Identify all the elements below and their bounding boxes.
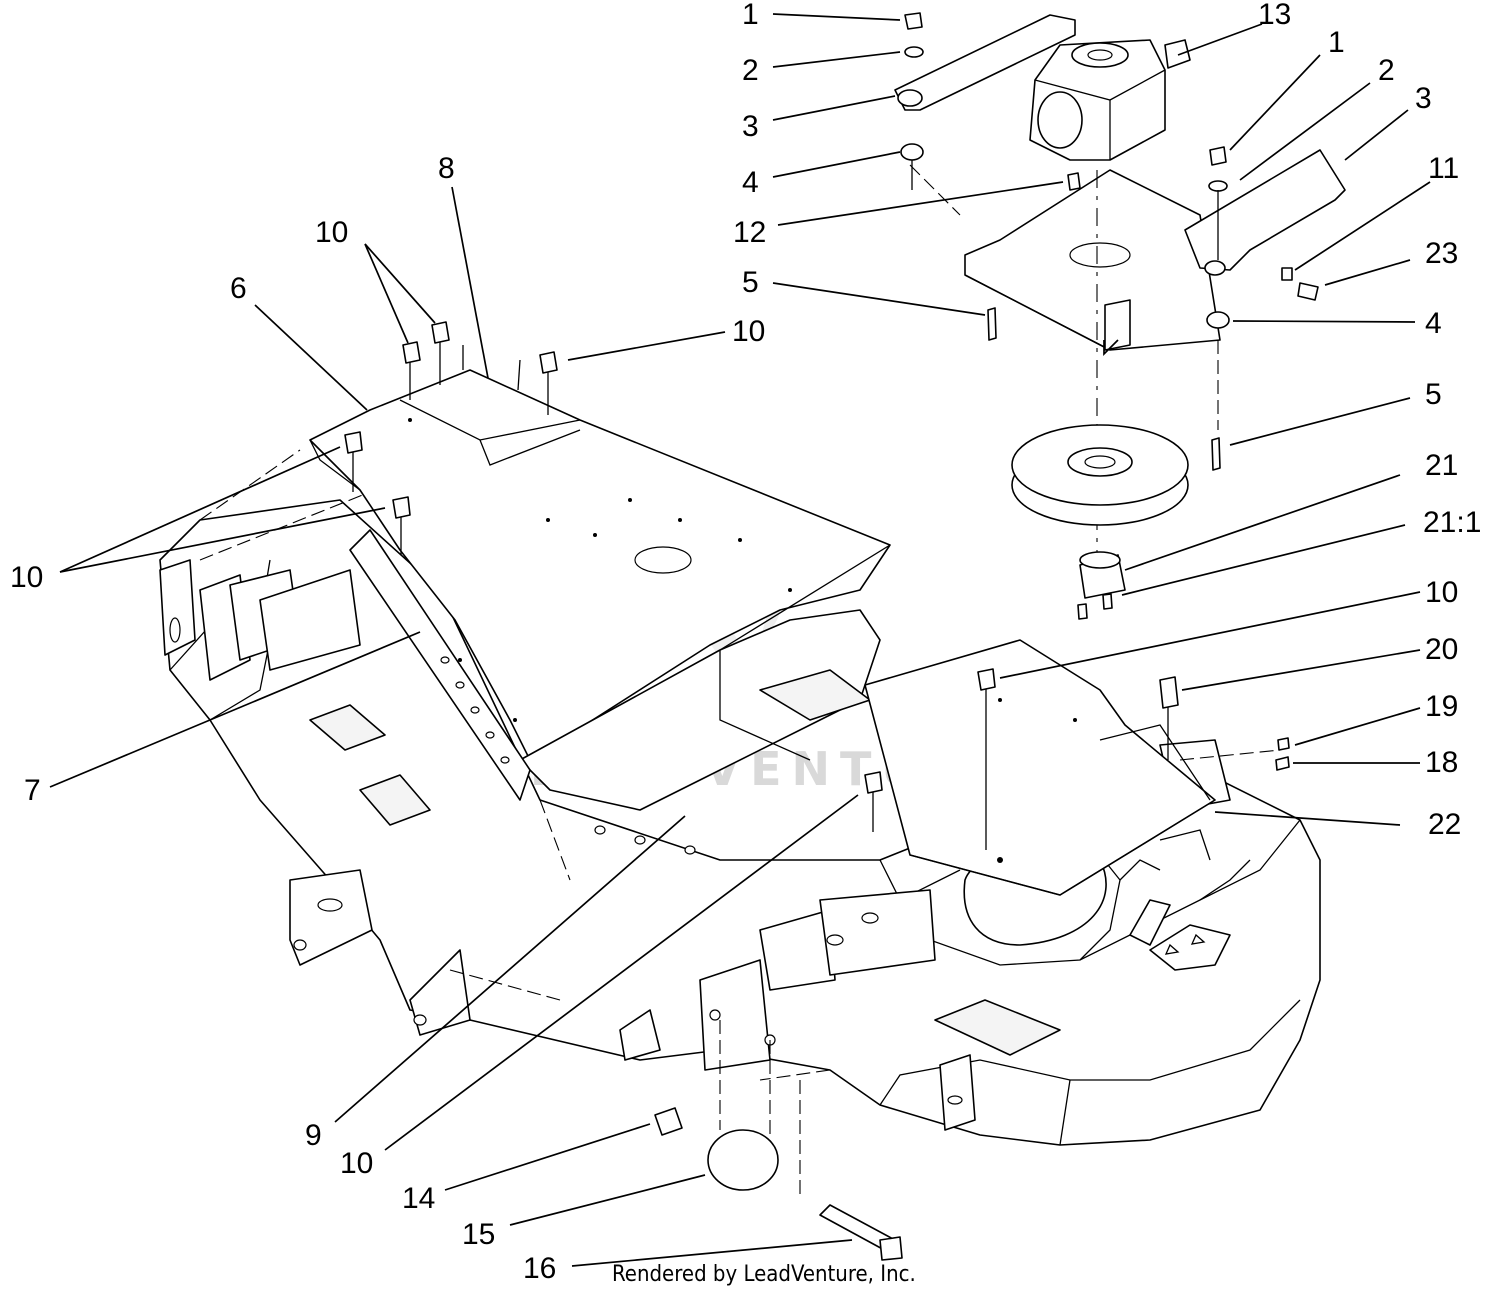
- callout-2-left: 2: [742, 54, 759, 87]
- callout-22: 22: [1428, 808, 1461, 841]
- callout-11: 11: [1428, 152, 1459, 185]
- callout-13: 13: [1258, 0, 1291, 31]
- callout-5-left: 5: [742, 266, 759, 299]
- callout-20: 20: [1425, 633, 1458, 666]
- callout-10-top: 10: [315, 216, 348, 249]
- callout-1-right: 1: [1328, 26, 1345, 59]
- left-rail: [349, 529, 531, 801]
- callout-12: 12: [733, 216, 766, 249]
- callout-3-left: 3: [742, 110, 759, 143]
- deck-cover-right: [864, 639, 1216, 896]
- callout-10-bottom: 10: [340, 1147, 373, 1180]
- callout-10-top-right: 10: [732, 315, 765, 348]
- callout-23: 23: [1425, 237, 1458, 270]
- cover-bolts: [344, 321, 1290, 850]
- callout-15: 15: [462, 1218, 495, 1251]
- rendered-by-footer: Rendered by LeadVenture, Inc.: [612, 1262, 916, 1287]
- leader-lines: [49, 13, 1431, 1267]
- callout-5-right: 5: [1425, 378, 1442, 411]
- callout-8: 8: [438, 152, 455, 185]
- callout-7: 7: [24, 774, 41, 807]
- callout-19: 19: [1425, 690, 1458, 723]
- callout-21-1: 21:1: [1423, 506, 1481, 539]
- callout-6: 6: [230, 272, 247, 305]
- callout-9: 9: [305, 1119, 322, 1152]
- cover-dots: [408, 418, 792, 722]
- deck-holes: [169, 617, 963, 1105]
- callout-4-right: 4: [1425, 307, 1442, 340]
- callout-1-left: 1: [742, 0, 759, 31]
- callout-21: 21: [1425, 449, 1458, 482]
- callout-10-right: 10: [1425, 576, 1458, 609]
- gearbox-assembly: [894, 12, 1346, 620]
- callout-16: 16: [523, 1252, 556, 1285]
- callout-4-left: 4: [742, 166, 759, 199]
- callout-10-left: 10: [10, 561, 43, 594]
- bottom-hardware: [654, 1020, 903, 1261]
- callout-2-right: 2: [1378, 54, 1395, 87]
- callout-18: 18: [1425, 746, 1458, 779]
- callout-14: 14: [402, 1182, 435, 1215]
- deck-cover-left: [309, 369, 891, 771]
- callout-3-right: 3: [1415, 82, 1432, 115]
